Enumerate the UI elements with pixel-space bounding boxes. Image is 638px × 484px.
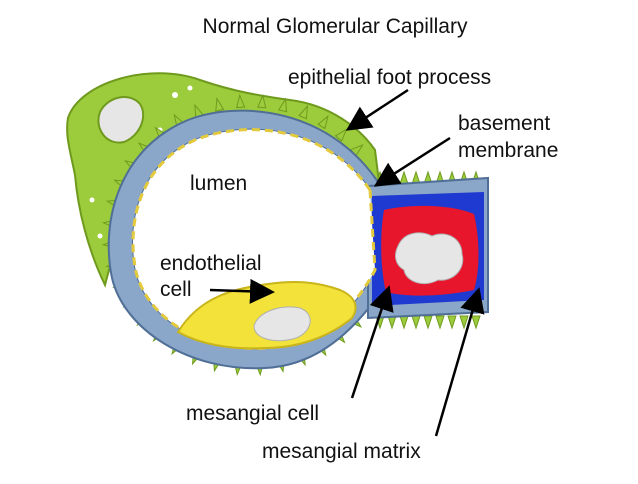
podocyte-spot xyxy=(187,85,193,91)
foot-process-spike xyxy=(423,315,433,330)
label-mesangial-matrix: mesangial matrix xyxy=(262,440,421,463)
arrow-mesangial-matrix xyxy=(434,287,485,437)
arrow-basement-membrane xyxy=(373,136,451,187)
label-epithelial-foot-process: epithelial foot process xyxy=(288,66,491,89)
foot-process-spike xyxy=(399,170,409,185)
label-mesangial-cell: mesangial cell xyxy=(186,402,319,425)
foot-process-spike xyxy=(471,315,481,330)
mesangial-cell-nucleus xyxy=(395,232,464,285)
label-endothelial-cell-line2: cell xyxy=(160,278,192,301)
foot-process-spike xyxy=(317,114,329,130)
foot-process-spike xyxy=(277,97,288,113)
foot-process-spike xyxy=(334,128,348,142)
endothelial-nucleus xyxy=(253,306,311,342)
podocyte-nucleus xyxy=(97,96,145,144)
foot-process-spike xyxy=(435,315,445,330)
foot-process-spike xyxy=(235,93,246,109)
foot-process-spike xyxy=(411,315,421,330)
label-basement-membrane-line2: membrane xyxy=(458,139,558,162)
diagram-title: Normal Glomerular Capillary xyxy=(203,15,468,38)
arrow-epithelial-foot-process xyxy=(345,88,409,131)
arrow-mesangial-cell xyxy=(350,285,394,399)
foot-process-spike xyxy=(399,315,409,330)
foot-process-spike xyxy=(298,104,309,120)
foot-process-spike xyxy=(257,93,267,109)
podocyte-spot xyxy=(172,92,178,98)
podocyte-spot xyxy=(97,233,103,239)
foot-process-spike xyxy=(459,315,469,330)
podocyte-spot xyxy=(89,197,95,203)
arrow-endothelial-cell xyxy=(209,278,275,304)
label-basement-membrane-line1: basement xyxy=(458,112,550,135)
foot-process-spike xyxy=(215,97,225,112)
label-endothelial-cell-line1: endothelial xyxy=(160,252,262,275)
label-lumen: lumen xyxy=(190,172,247,195)
foot-process-spike xyxy=(447,315,457,330)
